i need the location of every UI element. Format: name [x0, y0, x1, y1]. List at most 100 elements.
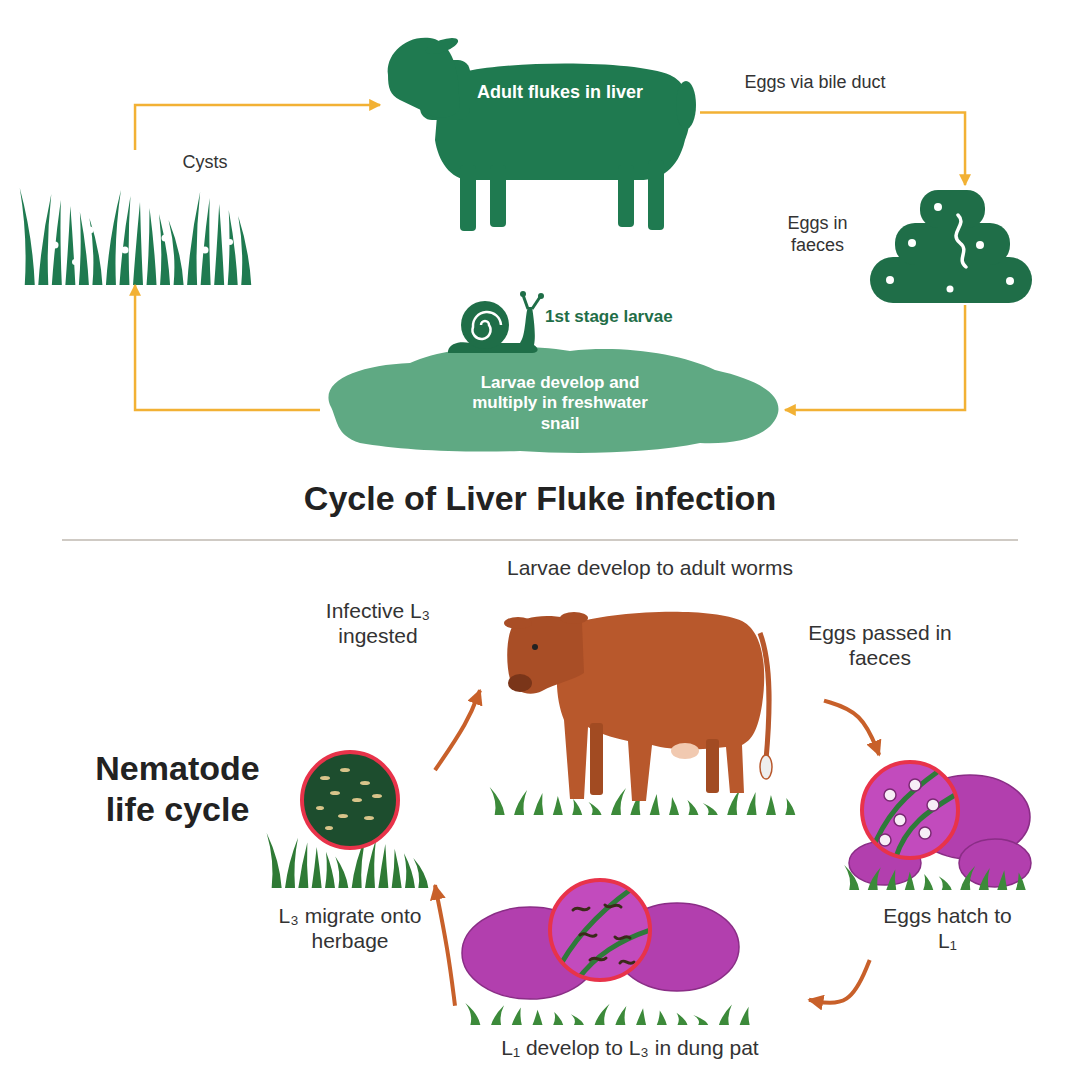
cow-illustration-part-part [572, 799, 582, 815]
herbage-illustration-part-part [298, 842, 308, 888]
grass-illustration-part-part [133, 202, 143, 285]
larvae-dung-illustration-part-part [595, 1004, 610, 1025]
larvae-dung-illustration-part-part-part [605, 905, 621, 907]
herbage-illustration-part [295, 748, 405, 858]
node-text: Larvae develop to adult worms [480, 555, 820, 580]
cow-illustration-part [557, 612, 764, 801]
edge-label-holder: Eggs via bile duct [715, 72, 915, 94]
divider-line [62, 539, 1018, 541]
grass-illustration-part-part [159, 214, 170, 285]
diagram-title: Cycle of Liver Fluke infection [0, 478, 1080, 519]
grass-illustration [20, 188, 251, 285]
egg-dung-illustration-part-part [997, 870, 1007, 890]
grass-illustration-part-part [72, 259, 78, 265]
cow-illustration-part-part [533, 793, 543, 815]
cow-illustration [490, 612, 796, 815]
grass-illustration-part-part [52, 200, 62, 285]
egg-dung-illustration-part-part-part [884, 789, 896, 801]
cow-illustration-part-part [650, 794, 660, 815]
grass-illustration-part-part [122, 247, 129, 254]
herbage-illustration-part-part [378, 844, 388, 888]
cow-illustration-part-part [490, 787, 505, 815]
larvae-dung-illustration-part-part-part [580, 934, 596, 937]
sheep-illustration-part [618, 165, 634, 227]
faeces-node: Eggs in faeces [770, 185, 1035, 305]
herbage-illustration-part-part [285, 838, 298, 888]
herbage-illustration-part-part-part [364, 816, 374, 820]
faeces-pile [870, 190, 1032, 303]
node-text-holder: Eggs hatch to L₁ [875, 903, 1020, 953]
snail-part [461, 301, 509, 349]
larvae-dung-illustration-part-part [533, 1010, 543, 1025]
larvae-dung-illustration-part-part-part [615, 937, 630, 939]
cow-illustration-part-part [785, 798, 795, 815]
herbage-illustration-part-part-part [338, 814, 348, 818]
grass-illustration-part-part [162, 235, 169, 242]
cow-illustration-part-part [514, 790, 527, 815]
egg-dung-illustration-part-part-part [919, 827, 931, 839]
herbage-illustration-part-part [316, 768, 382, 830]
cow-illustration-part [760, 755, 772, 779]
node-text: L₃ migrate onto herbage [275, 903, 425, 953]
node-text-holder: L₃ migrate onto herbage [275, 903, 425, 953]
edge-label: Eggs via bile duct [715, 72, 915, 94]
herbage-illustration-part-part [295, 748, 405, 858]
egg-dung-illustration-part-part-part [909, 779, 921, 791]
edge-label: Infective L₃ ingested [298, 598, 458, 648]
cow-illustration-part-part [553, 796, 563, 815]
faeces-pile-part-part [908, 239, 916, 247]
faeces-pile-part [920, 190, 985, 228]
egg-dung-illustration-part-part [868, 867, 881, 890]
cow-illustration-part [760, 633, 769, 760]
sheep-node: Adult flukes in liver [380, 20, 700, 235]
node-text-holder: Cysts [165, 152, 245, 174]
node-text: Adult flukes in liver [465, 82, 655, 104]
faeces-pile-part-part [976, 241, 984, 249]
larvae-dung-illustration-part-part [740, 1007, 750, 1025]
node-text-holder: 1st stage larvae [545, 307, 735, 327]
cow-illustration-part [504, 617, 532, 629]
grass-illustration-part-part [202, 247, 209, 254]
larvae-dung-illustration-part-part [512, 1008, 522, 1026]
dung-circle-node: L₁ develop to L₃ in dung pat [455, 875, 809, 1070]
faeces-pile-part-part [1006, 277, 1014, 285]
egg-dung-illustration [844, 755, 1031, 890]
grass-illustration-part-part [87, 227, 94, 234]
larvae-dung-illustration-part-part [491, 1005, 504, 1025]
snail-part [538, 293, 544, 299]
cow-illustration-part [508, 674, 532, 692]
larvae-dung-illustration-part-part [636, 1008, 646, 1025]
larvae-dung-illustration-part-part [677, 1013, 688, 1025]
diagram-title-holder: Cycle of Liver Fluke infection [0, 478, 1080, 519]
cow-illustration-part [671, 743, 699, 759]
grass-illustration-part-part [169, 220, 184, 285]
snail-part [523, 295, 528, 309]
larvae-dung-illustration-part-part [573, 905, 634, 963]
larvae-dung-illustration-part-part [553, 1012, 563, 1025]
grass-illustration-part-part [119, 196, 130, 285]
larvae-dung-illustration-part-part [657, 1011, 667, 1026]
section-heading: Nematode life cycle [85, 748, 270, 830]
herbage-illustration-part-part [325, 852, 335, 888]
edge-label-holder: Infective L₃ ingested [298, 598, 458, 648]
egg-dung-illustration-part-part [1016, 873, 1026, 891]
egg-dung-illustration-part [855, 755, 975, 865]
sheep-illustration-part [676, 81, 696, 129]
node-text-holder: Larvae develop and multiply in freshwate… [465, 373, 655, 434]
herbage-illustration-part-part [413, 858, 428, 888]
edge-label: Eggs passed in faeces [800, 620, 960, 670]
node-text-holder: Adult flukes in liver [465, 82, 655, 104]
egg-dung-illustration-part-part [979, 868, 990, 890]
grass-illustration-part-part [38, 194, 51, 285]
larvae-dung-illustration-part [550, 880, 650, 980]
node-text: 1st stage larvae [545, 307, 735, 327]
herbage-illustration-part-part [335, 856, 348, 888]
section-heading-holder: Nematode life cycle [85, 748, 270, 830]
snail-part [520, 291, 526, 297]
cow-illustration-part-part [589, 802, 602, 815]
herbage-illustration-part [302, 752, 398, 848]
herbage-illustration-part-part-part [360, 781, 370, 785]
sheep-illustration-part [490, 165, 506, 227]
larvae-dung-illustration-part-part-part [573, 908, 589, 910]
node-text-holder: Larvae develop to adult worms [480, 555, 820, 580]
